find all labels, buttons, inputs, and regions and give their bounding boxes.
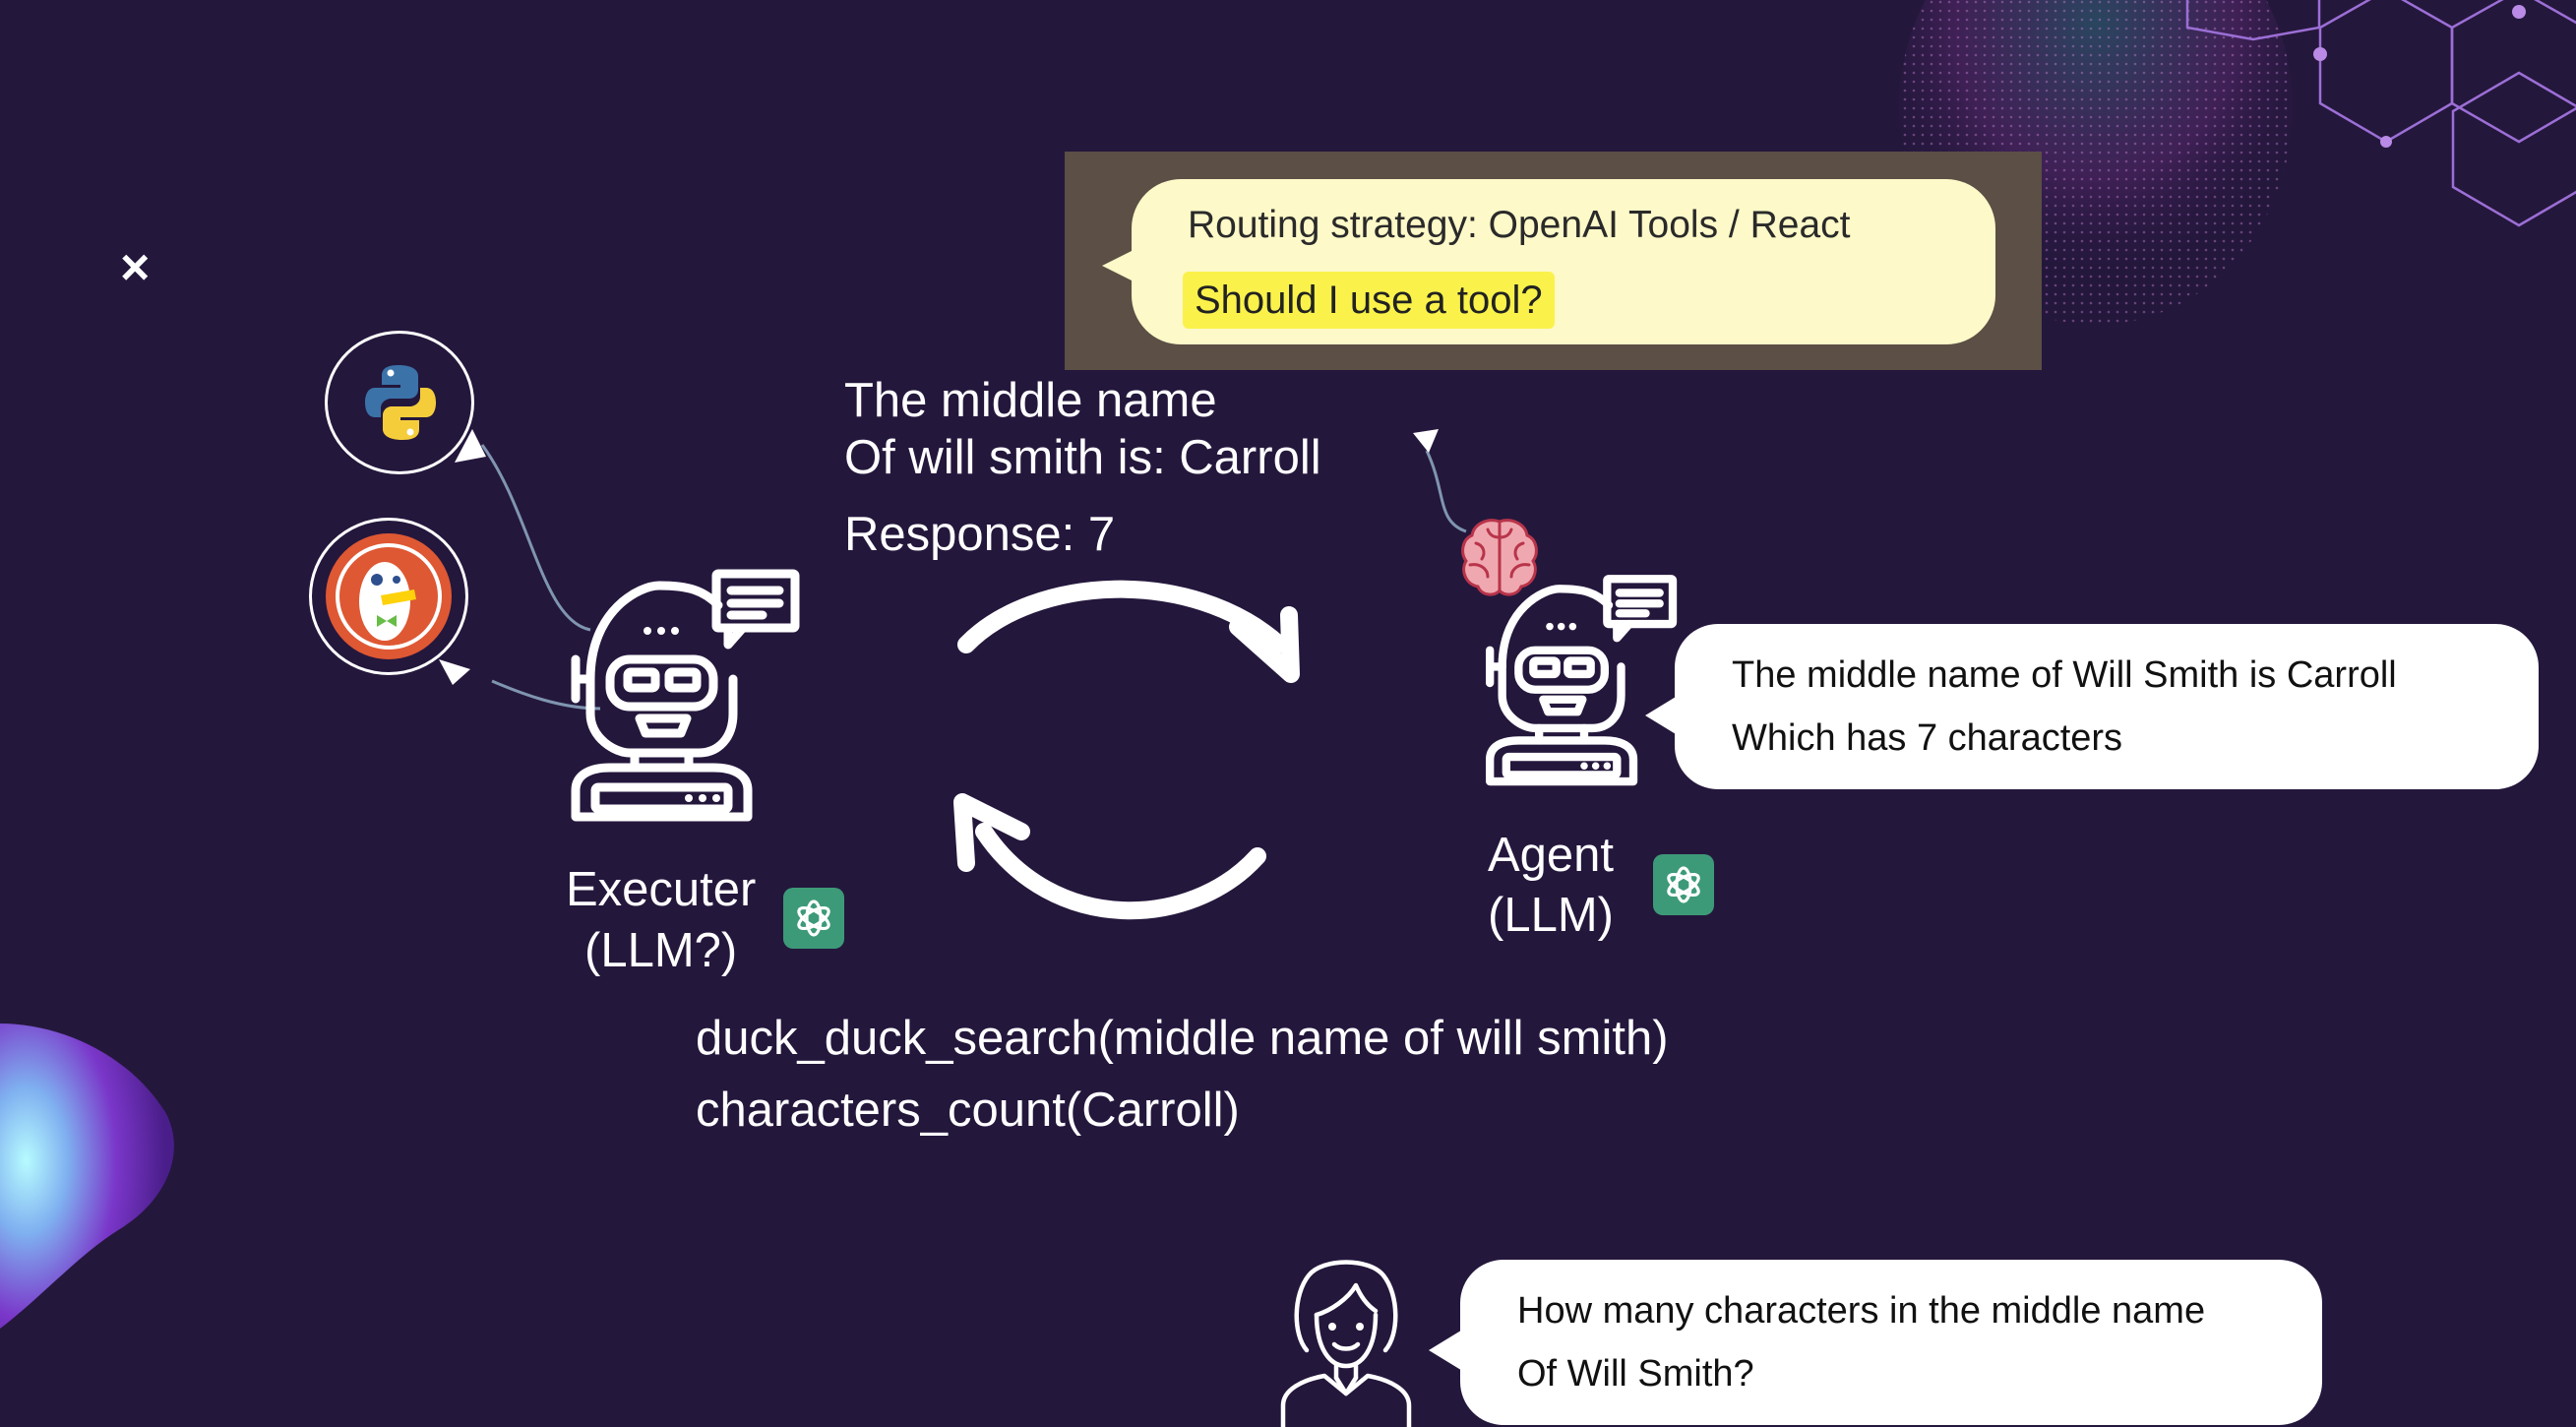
- duckduckgo-logo-icon[interactable]: [309, 518, 468, 675]
- robot-icon: [571, 569, 800, 822]
- user-bubble-tail: [1429, 1329, 1464, 1372]
- brain-connector: [1413, 429, 1467, 533]
- routing-bubble: Routing strategy: OpenAI Tools / React S…: [1132, 179, 1995, 344]
- agent-answer-line-2: Which has 7 characters: [1732, 717, 2123, 759]
- agent-bubble-tail: [1645, 694, 1681, 737]
- executer-label-2: (LLM?): [584, 924, 738, 977]
- agent-answer-line-1: The middle name of Will Smith is Carroll: [1732, 654, 2397, 696]
- openai-logo-icon: [1653, 854, 1714, 915]
- close-icon[interactable]: ×: [120, 239, 151, 296]
- openai-logo-icon: [783, 888, 844, 949]
- user-woman-icon: [1280, 1260, 1412, 1427]
- cycle-arrow-icon: [953, 580, 1300, 920]
- user-question-line-2: Of Will Smith?: [1517, 1353, 1754, 1395]
- tool-question-highlight: Should I use a tool?: [1183, 272, 1555, 329]
- executer-label-1: Executer: [566, 863, 757, 916]
- python-logo-icon[interactable]: [325, 331, 474, 474]
- agent-label-2: (LLM): [1488, 889, 1614, 942]
- decorative-blob: [0, 1024, 174, 1329]
- tool-call-2: characters_count(Carroll): [696, 1084, 1240, 1137]
- user-question-line-1: How many characters in the middle name: [1517, 1290, 2206, 1332]
- brain-icon: [1461, 519, 1538, 596]
- agent-label-1: Agent: [1488, 829, 1615, 882]
- result-line-1: The middle name: [844, 374, 1217, 427]
- routing-strategy-text: Routing strategy: OpenAI Tools / React: [1188, 204, 1851, 246]
- user-question-bubble: How many characters in the middle name O…: [1460, 1260, 2322, 1425]
- agent-answer-bubble: The middle name of Will Smith is Carroll…: [1675, 624, 2539, 789]
- tool-call-1: duck_duck_search(middle name of will smi…: [696, 1012, 1669, 1065]
- result-line-2: Of will smith is: Carroll: [844, 431, 1321, 484]
- robot-icon: [1486, 575, 1678, 786]
- response-text: Response: 7: [844, 508, 1116, 561]
